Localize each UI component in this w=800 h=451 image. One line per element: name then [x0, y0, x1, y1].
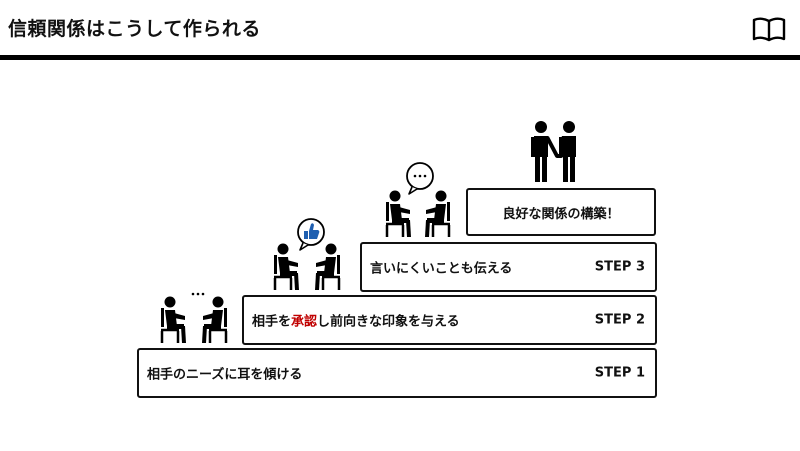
handshake-pair-icon: [531, 121, 576, 182]
listening-pair-icon: [159, 295, 227, 345]
step-2-highlight: 承認: [291, 314, 318, 330]
goal-label: 良好な関係の構築！: [502, 206, 620, 222]
step-3-label: 言いにくいことも伝える: [370, 261, 513, 277]
step-2-box: 相手を承認し前向きな印象を与える STEP 2: [242, 295, 657, 345]
step-3-box: 言いにくいことも伝える STEP 3: [360, 242, 657, 292]
step-2-label: 相手を承認し前向きな印象を与える: [252, 311, 460, 330]
approval-pair-icon: [272, 242, 340, 292]
step-3-number: STEP 3: [594, 259, 645, 275]
talking-pair-icon: [384, 189, 450, 239]
goal-box: 良好な関係の構築！: [466, 188, 656, 236]
step-2-number: STEP 2: [594, 312, 645, 328]
ellipsis-icon: [191, 292, 205, 296]
step-1-label: 相手のニーズに耳を傾ける: [147, 367, 303, 383]
open-book-icon[interactable]: [752, 16, 786, 42]
page-title: 信頼関係はこうして作られる: [8, 18, 261, 40]
speech-bubble-icon: [406, 162, 434, 195]
step-2-text-after: し前向きな印象を与える: [317, 314, 460, 330]
step-1-box: 相手のニーズに耳を傾ける STEP 1: [137, 348, 657, 398]
header: 信頼関係はこうして作られる: [0, 0, 800, 60]
step-2-text-before: 相手を: [252, 314, 292, 330]
header-divider: [0, 55, 800, 60]
thumbs-up-bubble-icon: [297, 218, 325, 251]
step-1-number: STEP 1: [594, 365, 645, 381]
